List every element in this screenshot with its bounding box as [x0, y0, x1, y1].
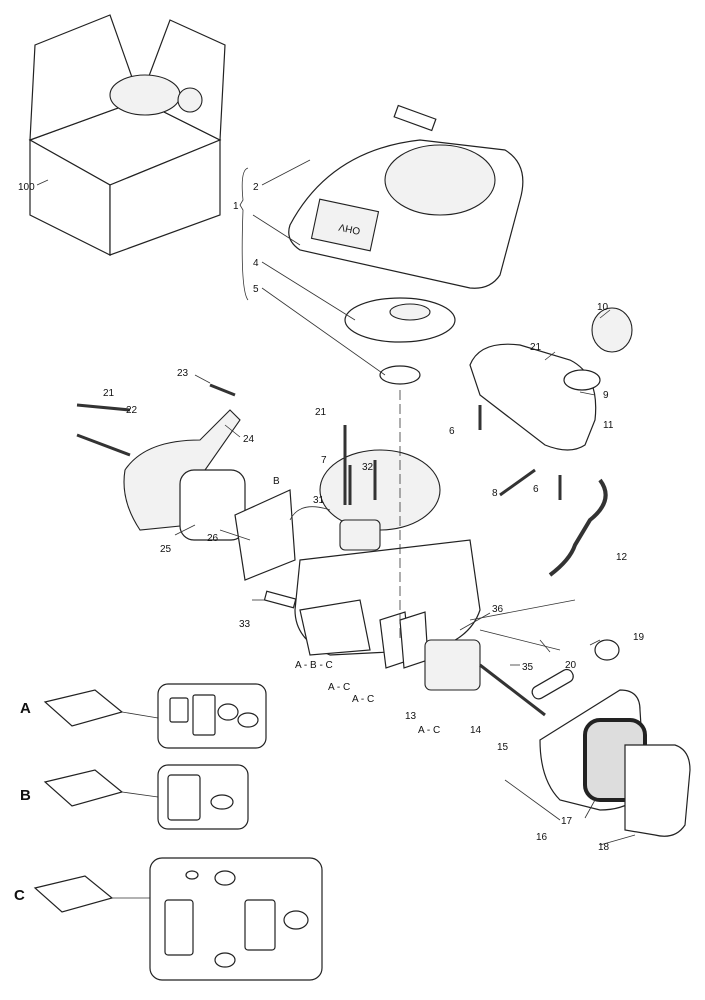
label-6b: 6	[533, 484, 539, 495]
cover-text: OHV	[338, 221, 362, 236]
part-labels: 100 1 2 4 5 10 21 9 23 21 22 24 6 11 21 …	[18, 182, 645, 853]
label-33: 33	[239, 619, 251, 630]
label-6a: 6	[449, 426, 455, 437]
label-21c: 21	[315, 407, 327, 418]
label-21b: 21	[103, 388, 115, 399]
kit-b-label: B	[20, 787, 31, 804]
label-2: 2	[253, 182, 259, 193]
kit-a-label: A	[20, 700, 31, 717]
muffler-part[interactable]	[123, 409, 296, 581]
label-24: 24	[243, 434, 255, 445]
label-a-c-3: A - C	[418, 725, 440, 736]
label-5: 5	[253, 284, 259, 295]
spark-plug-part[interactable]	[263, 590, 297, 609]
pulley-part[interactable]	[344, 297, 456, 385]
label-1: 1	[233, 201, 239, 212]
label-26: 26	[207, 533, 219, 544]
label-25: 25	[160, 544, 172, 555]
box-part[interactable]	[28, 14, 226, 256]
label-14: 14	[470, 725, 482, 736]
label-20: 20	[565, 660, 577, 671]
label-17: 17	[561, 816, 573, 827]
label-a-c-2: A - C	[352, 694, 374, 705]
starter-cover-part[interactable]: OHV	[288, 104, 524, 289]
fuel-hose-part[interactable]	[548, 478, 608, 577]
leader-lines	[36, 159, 636, 846]
label-31: 31	[313, 495, 325, 506]
label-100: 100	[18, 182, 35, 193]
label-9: 9	[603, 390, 609, 401]
label-35: 35	[522, 662, 534, 673]
bolts[interactable]	[76, 383, 562, 640]
label-8: 8	[492, 488, 498, 499]
label-11: 11	[603, 420, 614, 431]
kit-a[interactable]: A	[20, 683, 267, 749]
label-22: 22	[126, 405, 138, 416]
label-16: 16	[536, 832, 548, 843]
kit-c[interactable]: C	[14, 857, 323, 981]
label-32: 32	[362, 462, 374, 473]
label-12: 12	[616, 552, 628, 563]
label-10: 10	[597, 302, 609, 313]
label-36: 36	[492, 604, 504, 615]
kit-b[interactable]: B	[20, 764, 249, 830]
label-a-c-1: A - C	[328, 682, 350, 693]
label-13: 13	[405, 711, 417, 722]
label-a-b-c: A - B - C	[295, 660, 333, 671]
label-15: 15	[497, 742, 509, 753]
carburettor-part[interactable]	[379, 599, 620, 717]
label-21a: 21	[530, 342, 542, 353]
label-19: 19	[633, 632, 645, 643]
kit-c-label: C	[14, 887, 25, 904]
label-b-gasket: B	[273, 476, 280, 487]
fuel-tank-part[interactable]	[469, 307, 633, 451]
air-filter-part[interactable]	[539, 689, 691, 837]
label-4: 4	[253, 258, 259, 269]
label-7: 7	[321, 455, 327, 466]
label-23: 23	[177, 368, 189, 379]
label-18: 18	[598, 842, 610, 853]
